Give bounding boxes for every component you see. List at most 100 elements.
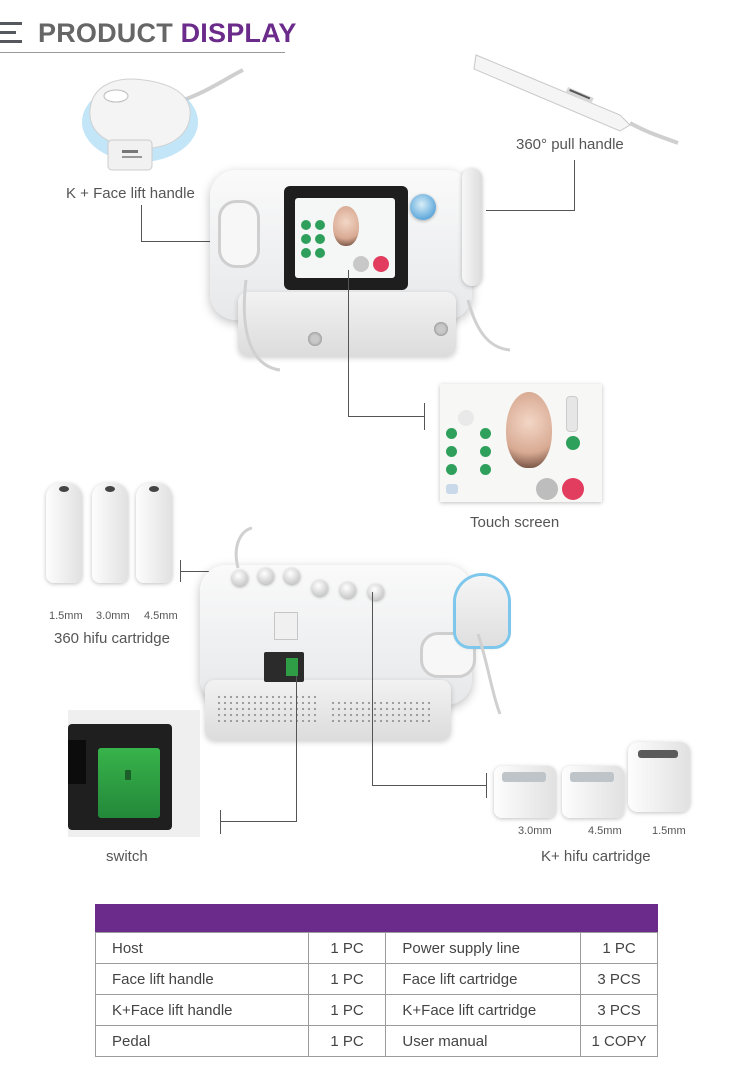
callout-line [141,205,142,242]
ts-button-icon [480,428,491,439]
cartridge-window [502,772,546,782]
rear-port-knob [232,570,248,586]
ts-button-icon [446,464,457,475]
callout-line [220,810,221,834]
rear-switch-icon [286,658,298,676]
device-screen [295,198,395,278]
header-menu-icon [0,22,24,48]
device-pull-handle [462,168,482,286]
screen-start-button [353,256,369,272]
screen-button-icon [315,248,325,258]
hifu-cartridge-360-3-0mm [92,483,128,583]
cartridge-window [570,772,614,782]
ts-stop-button [562,478,584,500]
rear-port-knob [284,568,300,584]
rear-port-knob [258,568,274,584]
hifu-cartridge-360-1-5mm [46,483,82,583]
size-label: 4.5mm [144,610,178,622]
ts-mode-circle [458,410,474,426]
item-name: Host [95,932,309,964]
ts-logo-icon [446,484,458,494]
device-cables [242,279,511,372]
cartridge-tip-icon [59,486,69,492]
size-label: 3.0mm [518,825,552,837]
switch-rocker-icon [98,748,160,818]
callout-line [220,821,297,822]
ts-face-image [506,392,552,468]
callout-line [372,592,373,786]
item-name: Pedal [95,1025,309,1057]
screen-button-icon [301,248,311,258]
table-row: Pedal 1 PC User manual 1 COPY [95,1025,658,1057]
item-qty: 1 PC [580,932,658,964]
screen-button-icon [315,220,325,230]
device-knob [410,194,436,220]
callout-line [574,160,575,210]
size-label: 1.5mm [652,825,686,837]
switch-photo [68,710,200,837]
packing-list-header-bar [95,904,658,932]
item-qty: 1 PC [307,1025,387,1057]
title-word-product: PRODUCT [38,18,173,48]
pull-handle-360-image [470,45,680,150]
main-device-base [238,292,456,356]
item-qty: 3 PCS [580,994,658,1026]
rear-handle-holder [420,632,476,678]
callout-line [296,676,297,822]
rear-port-knob [340,582,356,598]
touch-screen-image [440,384,602,502]
switch-slot [68,740,86,784]
callout-line [348,416,424,417]
device-connector-port [434,322,448,336]
item-qty: 1 PC [307,963,387,995]
item-name: K+Face lift cartridge [385,994,582,1026]
ts-button-icon [480,446,491,457]
table-row: K+Face lift handle 1 PC K+Face lift cart… [95,994,658,1026]
ts-button-icon [480,464,491,475]
cartridge-tip-icon [149,486,159,492]
rear-port-knob [312,580,328,596]
item-name: Face lift handle [95,963,309,995]
ts-button-icon [446,446,457,457]
table-row: Host 1 PC Power supply line 1 PC [95,932,658,964]
label-touch-screen: Touch screen [470,514,560,531]
item-qty: 1 PC [307,932,387,964]
hifu-cartridge-360-4-5mm [136,483,172,583]
rear-label-plate [274,612,298,640]
callout-line [486,210,575,211]
title-word-display: DISPLAY [180,18,297,48]
item-name: Power supply line [385,932,582,964]
device-connector-port [308,332,322,346]
label-hifu-cartridge-360: 360 hifu cartridge [54,630,170,647]
callout-line [424,403,425,430]
label-switch: switch [106,848,148,865]
item-name: Face lift cartridge [385,963,582,995]
item-qty: 3 PCS [580,963,658,995]
k-face-lift-handle-image [78,62,248,174]
packing-list-table: Host 1 PC Power supply line 1 PC Face li… [95,932,658,1057]
cartridge-tip-icon [105,486,115,492]
label-pull-handle-360: 360° pull handle [516,136,624,153]
rear-device-cables [234,526,502,715]
screen-face-image [333,206,359,246]
item-qty: 1 COPY [580,1025,658,1057]
ts-handle-icon [566,396,578,432]
switch-mark-icon [125,770,131,780]
size-label: 3.0mm [96,610,130,622]
screen-button-icon [301,234,311,244]
item-name: K+Face lift handle [95,994,309,1026]
screen-button-icon [315,234,325,244]
page-title: PRODUCT DISPLAY [38,18,297,49]
screen-stop-button [373,256,389,272]
size-label: 1.5mm [49,610,83,622]
callout-line [348,270,349,417]
cartridge-window [638,750,678,758]
k-hifu-cartridge-1-5mm [628,742,690,812]
item-qty: 1 PC [307,994,387,1026]
label-k-hifu-cartridge: K+ hifu cartridge [541,848,651,865]
size-label: 4.5mm [588,825,622,837]
ts-button-icon [446,428,457,439]
callout-line [372,785,486,786]
ts-start-button [536,478,558,500]
rear-vent-grille [216,694,316,722]
